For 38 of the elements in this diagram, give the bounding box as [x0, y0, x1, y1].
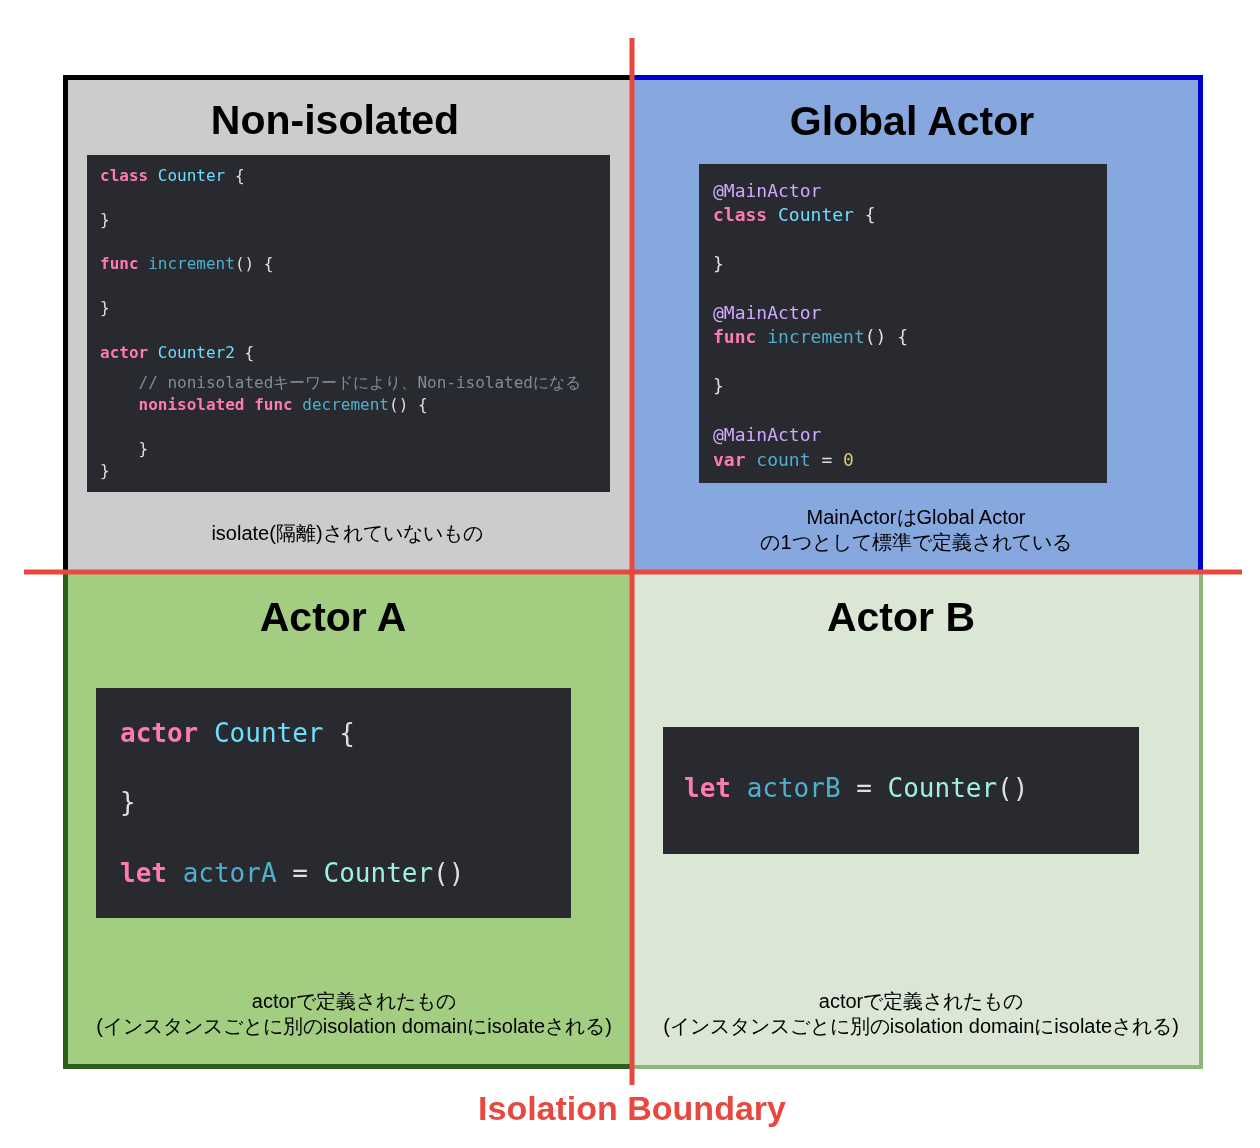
code-line: @MainActor: [713, 422, 822, 446]
code-line: }: [100, 208, 110, 230]
code-line: }: [100, 459, 110, 481]
code-line: @MainActor: [713, 300, 822, 324]
code-line: class Counter {: [100, 164, 245, 186]
quadrant-title: Actor A: [259, 593, 407, 641]
quadrant-panel: [63, 75, 632, 572]
code-line: }: [138, 437, 149, 459]
code-block: [96, 688, 571, 918]
code-line: let actorB = Counter(): [684, 772, 1029, 805]
code-line: func increment() {: [713, 324, 909, 348]
code-line: }: [713, 373, 724, 397]
code-block: [87, 155, 610, 492]
quadrant-title: Global Actor: [789, 97, 1035, 145]
quadrant-caption: actorで定義されたもの(インスタンスごとに別のisolation domainにisolateされる): [663, 989, 1179, 1039]
code-block: [663, 727, 1139, 854]
code-line: actor Counter {: [120, 717, 355, 750]
code-line: class Counter {: [713, 202, 876, 226]
code-line: @MainActor: [713, 178, 822, 202]
boundary-label: Isolation Boundary: [478, 1088, 786, 1128]
code-line: func increment() {: [100, 252, 274, 274]
code-line: // nonisolatedキーワードにより、Non-isolatedになる: [138, 371, 581, 393]
quadrant-caption: actorで定義されたもの(インスタンスごとに別のisolation domainにisolateされる): [96, 989, 612, 1039]
quadrant-title: Actor B: [826, 593, 976, 641]
code-line: }: [100, 296, 110, 318]
quadrant-panel: [63, 572, 632, 1069]
quadrant-caption: isolate(隔離)されていないもの: [211, 521, 483, 546]
code-line: actor Counter2 {: [100, 341, 255, 363]
code-block: [699, 164, 1107, 483]
code-line: }: [713, 251, 724, 275]
code-line: nonisolated func decrement() {: [138, 393, 428, 415]
quadrant-title: Non-isolated: [210, 96, 460, 144]
quadrant-caption: MainActorはGlobal Actorの1つとして標準で定義されている: [760, 505, 1072, 555]
quadrant-panel: [632, 572, 1203, 1069]
code-line: let actorA = Counter(): [120, 857, 465, 890]
quadrant-panel: [632, 75, 1203, 572]
code-line: var count = 0: [713, 447, 854, 471]
code-line: }: [120, 786, 136, 819]
